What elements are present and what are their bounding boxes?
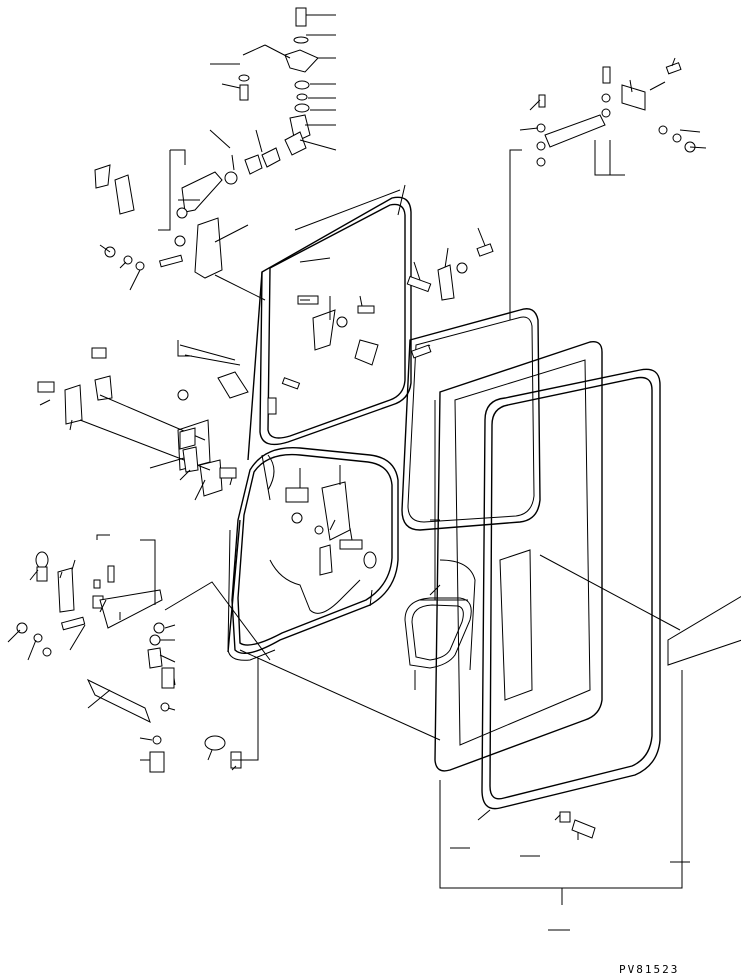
lower-door-handle — [261, 454, 377, 576]
door-frame — [227, 189, 412, 661]
lower-left-hinge — [16, 534, 271, 773]
door-glass-panels — [401, 308, 661, 810]
upper-hinge-stack — [238, 7, 319, 143]
upper-right-hinge — [509, 62, 696, 320]
leader-lines — [7, 14, 707, 931]
seal-strip — [667, 596, 741, 666]
left-handle-brackets — [37, 347, 211, 473]
drawing-code: PV81523 — [619, 963, 679, 976]
connector-chain — [94, 131, 307, 301]
latch-mechanism — [177, 295, 379, 497]
fasteners — [406, 243, 596, 839]
